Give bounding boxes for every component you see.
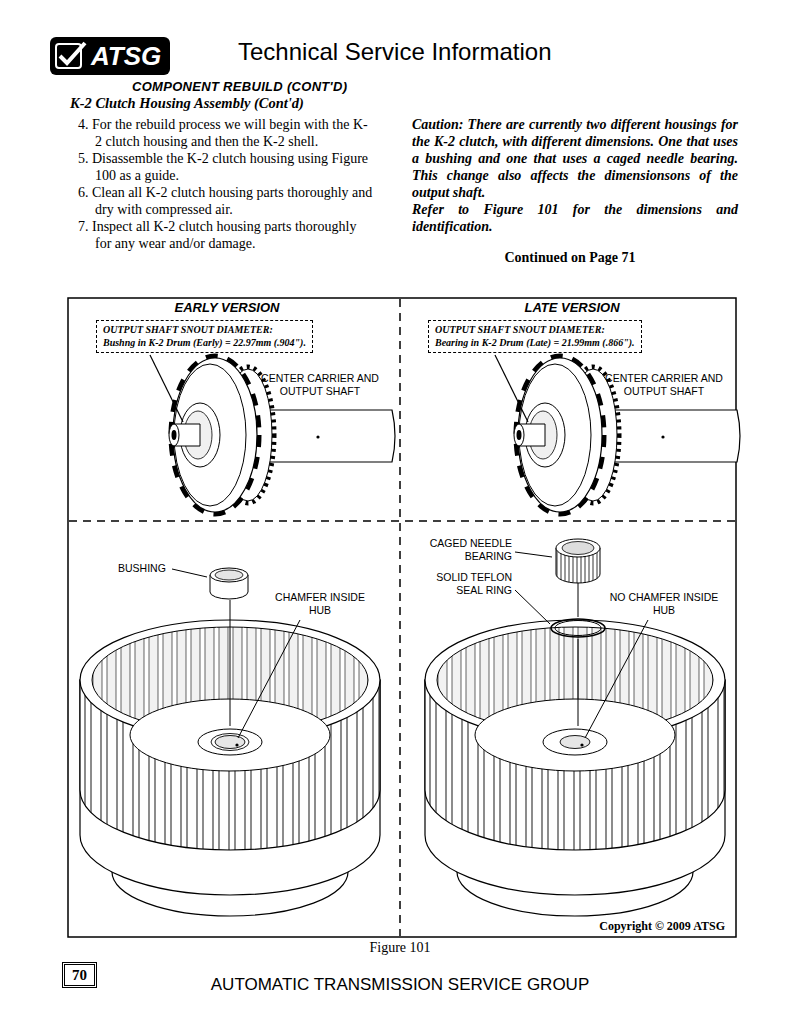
part-label: CENTER CARRIER AND OUTPUT SHAFT (598, 372, 730, 398)
box-subtext: Bushng in K-2 Drum (Early) = 22.97mm (.9… (103, 337, 306, 350)
k2-clutch-housing (425, 620, 725, 916)
text-column: Caution: There are currently two differe… (412, 116, 738, 235)
box-text: OUTPUT SHAFT SNOUT DIAMETER: (435, 324, 635, 337)
center-carrier-output-shaft (150, 355, 183, 422)
late-parts (556, 539, 600, 557)
figure-frame (68, 298, 736, 937)
k2-clutch-housing (198, 729, 262, 755)
part-label: NO CHAMFER INSIDE HUB (608, 591, 720, 617)
procedure-step: 5. Disassemble the K-2 clutch housing us… (78, 150, 373, 184)
center-carrier-output-shaft (172, 430, 177, 440)
box-text: 70 (72, 966, 87, 984)
late-parts (578, 639, 579, 726)
center-carrier-output-shaft (150, 355, 395, 514)
panel-heading: EARLY VERSION (127, 300, 327, 315)
late-parts (555, 621, 601, 636)
panel-heading: LATE VERSION (472, 300, 672, 315)
center-carrier-output-shaft (174, 364, 246, 506)
center-carrier-output-shaft (169, 424, 179, 446)
logo-checkmark (56, 44, 81, 68)
late-parts (551, 619, 605, 637)
caution-note: Refer to Figure 101 for the dimensions a… (412, 201, 738, 235)
early-parts (238, 620, 300, 738)
box-subtext: Bearing in K-2 Drum (Late) = 21.99mm (.8… (435, 337, 635, 350)
k2-clutch-housing (235, 743, 238, 746)
part-label: BUSHING (118, 562, 166, 575)
subsection-heading: K-2 Clutch Housing Assembly (Cont'd) (70, 95, 304, 112)
late-parts (515, 590, 550, 624)
figure-caption: Figure 101 (300, 940, 500, 956)
center-carrier-output-shaft (316, 435, 319, 438)
figure-frame (68, 298, 736, 937)
early-parts (211, 734, 249, 751)
late-parts (578, 583, 579, 617)
section-heading: COMPONENT REBUILD (CONT'D) (132, 79, 347, 94)
text-column: 4. For the rebuild process we will begin… (78, 116, 373, 252)
center-carrier-output-shaft (171, 356, 259, 514)
caution-note: Caution: There are currently two differe… (412, 116, 738, 201)
part-label: CAGED NEEDLE BEARING (410, 537, 512, 563)
logo-checkmark (60, 43, 85, 63)
box-text: OUTPUT SHAFT SNOUT DIAMETER: (103, 324, 306, 337)
late-parts (562, 542, 594, 555)
box-text: ATSG (91, 37, 161, 75)
part-label: SOLID TEFLON SEAL RING (410, 571, 512, 597)
procedure-step: 7. Inspect all K-2 clutch housing parts … (78, 218, 373, 252)
continued-note: Continued on Page 71 (480, 250, 660, 266)
procedure-step: 6. Clean all K-2 clutch housing parts th… (78, 184, 373, 218)
copyright-note: Copyright © 2009 ATSG (530, 919, 725, 933)
early-parts (210, 568, 248, 582)
late-parts (585, 620, 648, 738)
figure-frame (69, 520, 735, 522)
logo-badge: ATSG (50, 37, 170, 75)
page-footer: AUTOMATIC TRANSMISSION SERVICE GROUP (0, 975, 800, 995)
dimension-callout: OUTPUT SHAFT SNOUT DIAMETER:Bearing in K… (428, 320, 642, 353)
procedure-step: 4. For the rebuild process we will begin… (78, 116, 373, 150)
dimension-callout: OUTPUT SHAFT SNOUT DIAMETER:Bushng in K-… (96, 320, 313, 353)
logo-checkmark (50, 37, 90, 75)
center-carrier-output-shaft (495, 355, 740, 514)
figure-frame (399, 299, 401, 936)
late-parts (515, 552, 552, 557)
early-parts (230, 600, 231, 726)
early-parts (215, 570, 243, 580)
part-label: CHAMFER INSIDE HUB (268, 591, 372, 617)
late-parts (515, 539, 648, 738)
page-title: Technical Service Information (238, 38, 551, 66)
page-number-box: 70 (62, 962, 97, 988)
k2-clutch-housing (215, 736, 245, 749)
center-carrier-output-shaft (173, 358, 257, 512)
early-parts (172, 569, 207, 577)
part-label: CENTER CARRIER AND OUTPUT SHAFT (250, 372, 390, 398)
